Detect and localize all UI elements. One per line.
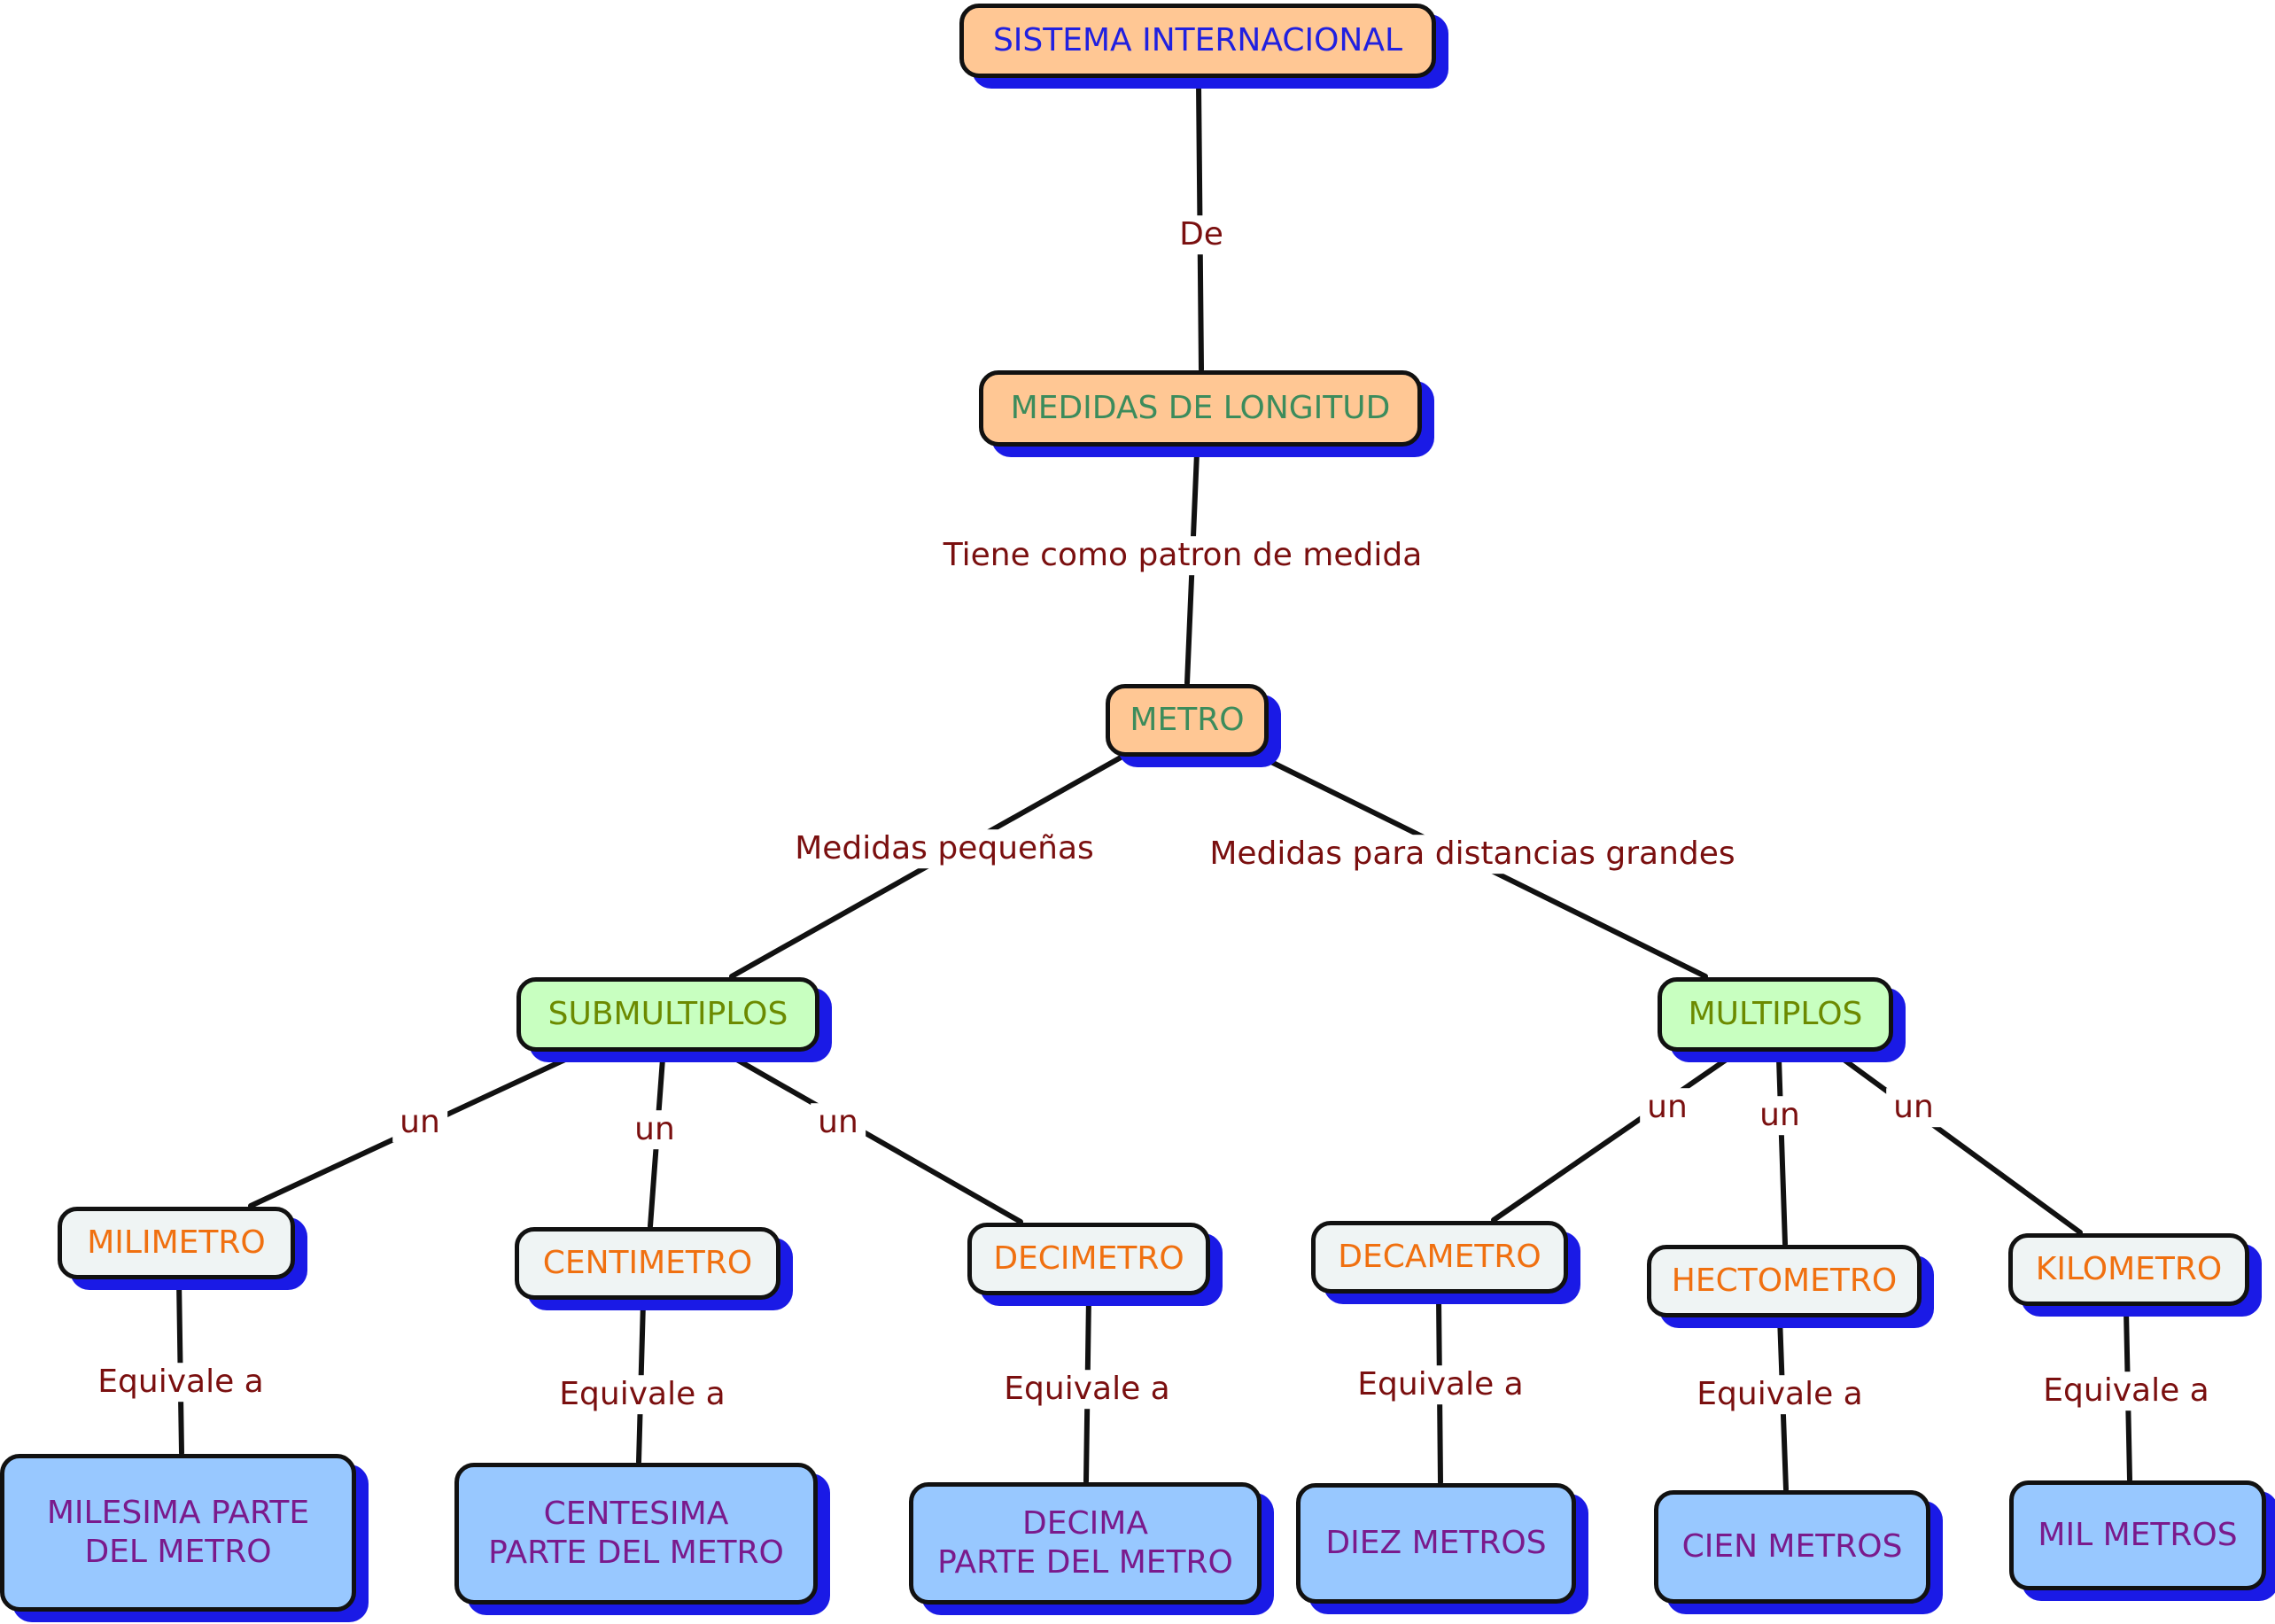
link-label-un-hectometro: un xyxy=(1752,1096,1807,1135)
link-label-medidas-pequenas: Medidas pequeñas xyxy=(788,829,1101,868)
node-cien-metros: CIEN METROS xyxy=(1654,1490,1930,1604)
link-label-tiene-como-patron: Tiene como patron de medida xyxy=(936,536,1430,575)
node-centimetro: CENTIMETRO xyxy=(515,1227,780,1300)
node-multiplos: MULTIPLOS xyxy=(1658,977,1893,1052)
link-label-equivale-kilometro: Equivale a xyxy=(2036,1371,2217,1410)
node-milimetro: MILIMETRO xyxy=(58,1207,295,1279)
node-diez-metros: DIEZ METROS xyxy=(1296,1483,1576,1604)
node-medidas-de-longitud: MEDIDAS DE LONGITUD xyxy=(979,370,1422,447)
link-label-de: De xyxy=(1172,215,1231,254)
node-centesima-parte-del-metro: CENTESIMA PARTE DEL METRO xyxy=(454,1463,818,1605)
link-label-equivale-decimetro: Equivale a xyxy=(997,1370,1177,1409)
edge-mul-hectometro xyxy=(1776,1056,1788,1247)
node-milesima-parte-del-metro: MILESIMA PARTE DEL METRO xyxy=(0,1454,356,1612)
node-mil-metros: MIL METROS xyxy=(2009,1480,2266,1590)
link-label-un-decimetro: un xyxy=(811,1103,866,1142)
link-label-un-decametro: un xyxy=(1640,1088,1695,1127)
node-decimetro: DECIMETRO xyxy=(967,1223,1210,1295)
link-label-equivale-centimetro: Equivale a xyxy=(552,1375,733,1414)
edge-mul-kilometro xyxy=(1840,1056,2083,1235)
link-label-un-kilometro: un xyxy=(1886,1088,1941,1127)
edge-mul-decametro xyxy=(1491,1056,1730,1223)
link-label-un-centimetro: un xyxy=(627,1110,682,1149)
node-metro: METRO xyxy=(1106,684,1269,757)
node-decametro: DECAMETRO xyxy=(1311,1221,1568,1294)
node-submultiplos: SUBMULTIPLOS xyxy=(516,977,819,1052)
link-label-equivale-hectometro: Equivale a xyxy=(1689,1375,1870,1414)
node-kilometro: KILOMETRO xyxy=(2008,1233,2249,1306)
link-label-medidas-grandes: Medidas para distancias grandes xyxy=(1202,835,1743,874)
edge-sub-decimetro xyxy=(733,1056,1023,1224)
link-label-equivale-milimetro: Equivale a xyxy=(90,1363,271,1402)
node-decima-parte-del-metro: DECIMA PARTE DEL METRO xyxy=(909,1482,1262,1605)
link-label-equivale-decametro: Equivale a xyxy=(1350,1365,1531,1404)
node-sistema-internacional: SISTEMA INTERNACIONAL xyxy=(959,4,1436,78)
node-hectometro: HECTOMETRO xyxy=(1647,1245,1922,1317)
link-label-un-milimetro: un xyxy=(392,1103,447,1142)
